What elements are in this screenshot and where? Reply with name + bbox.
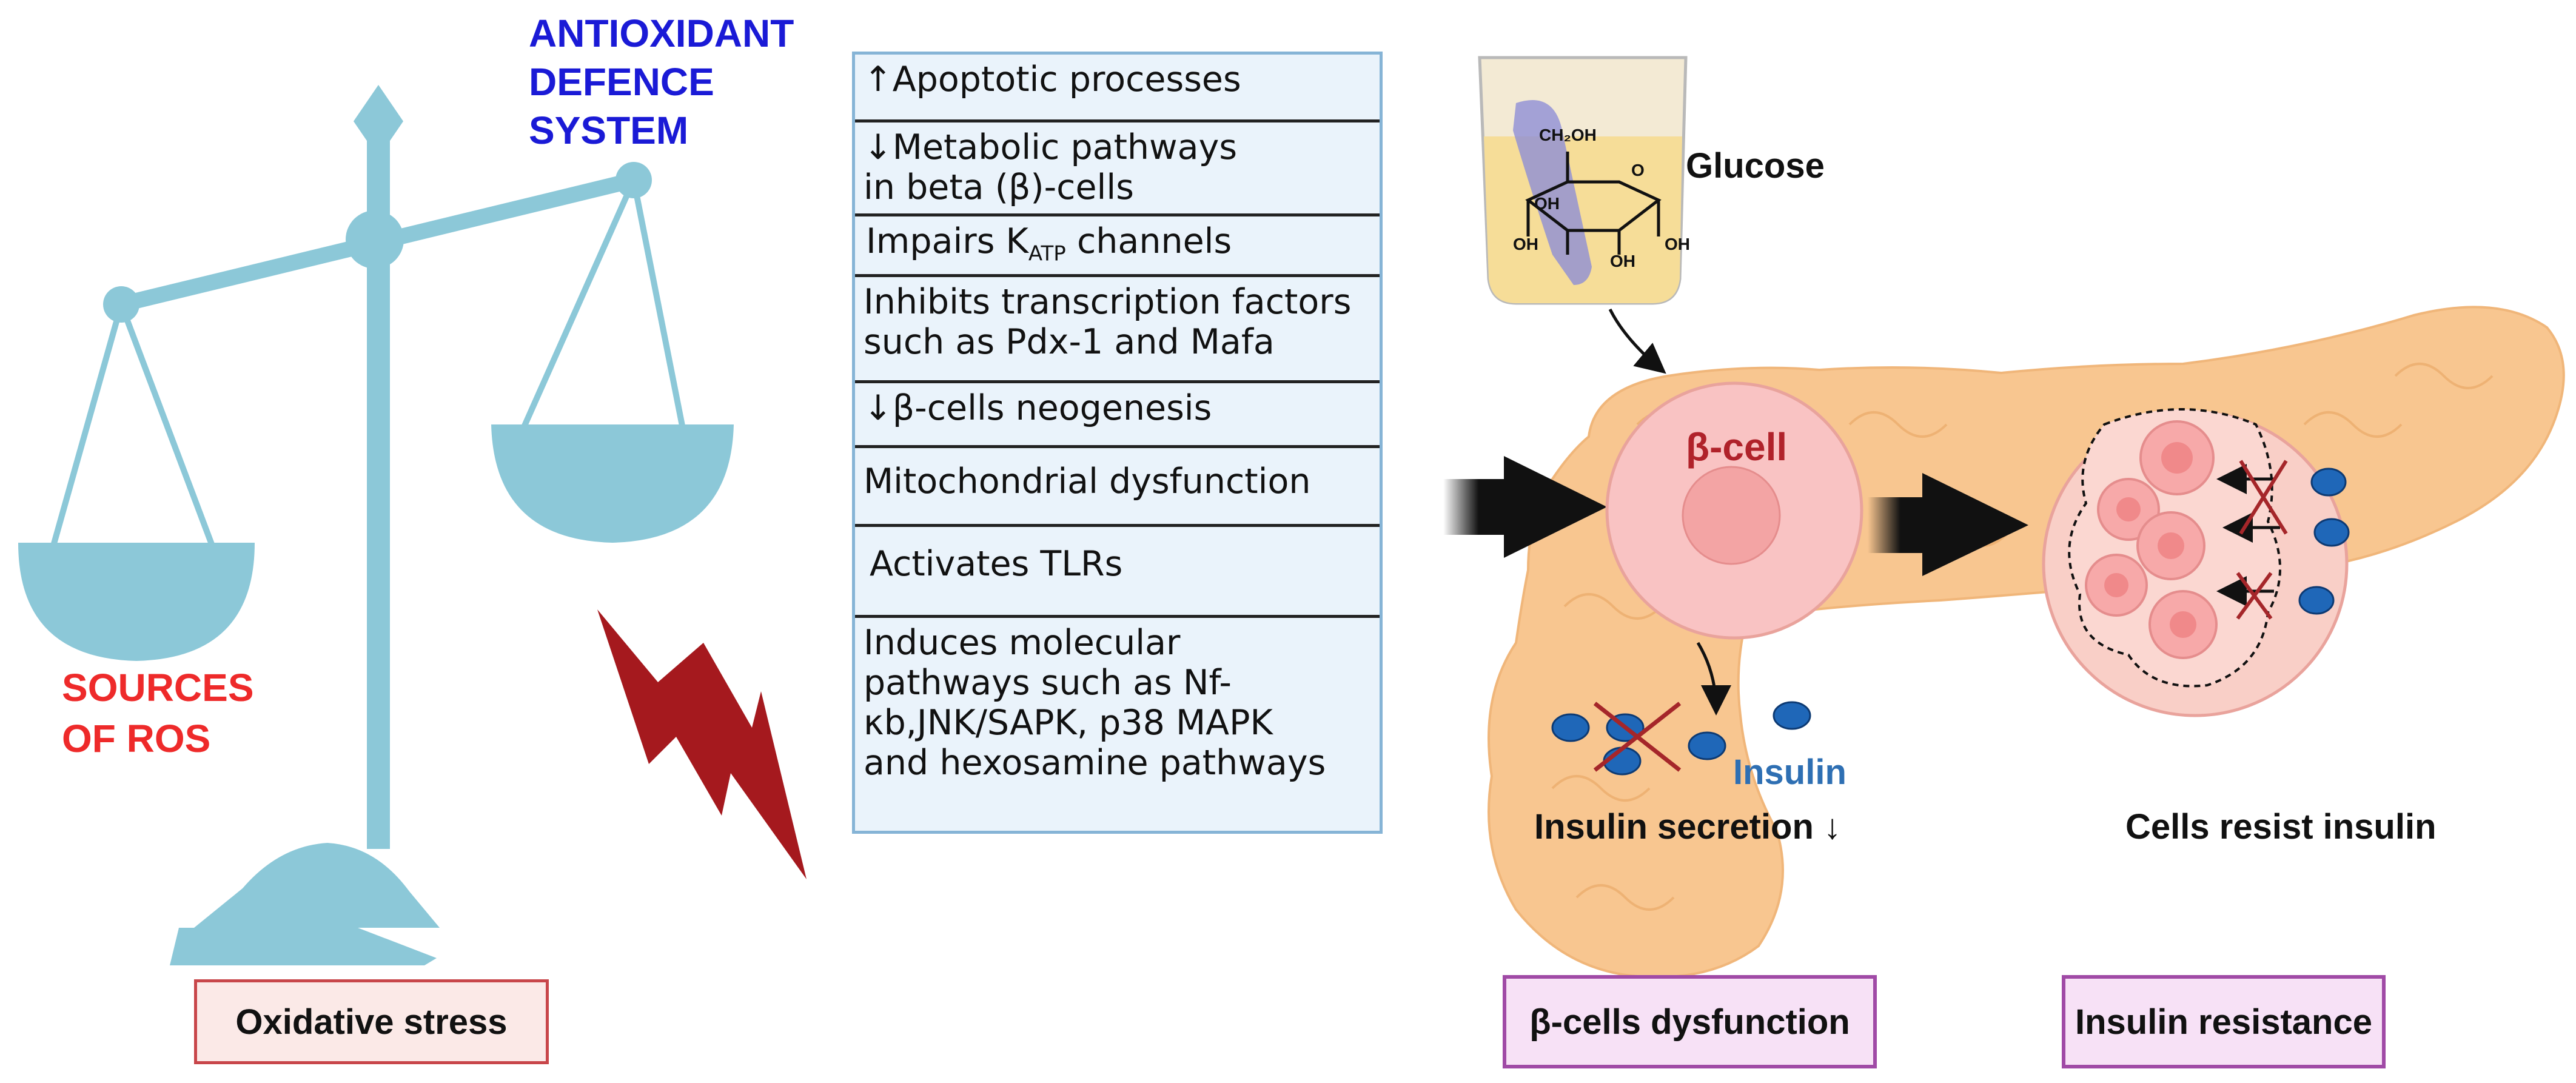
effect-row: ↑Apoptotic processes xyxy=(864,59,1241,99)
blocked-cross-icon xyxy=(1593,702,1682,772)
effect-row: ↓Metabolic pathways in beta (β)-cells xyxy=(855,119,1380,213)
insulin-secretion-label: Insulin secretion ↓ xyxy=(1534,807,1841,847)
effect-row: ↓β-cells neogenesis xyxy=(855,380,1380,445)
resistant-cells-icon xyxy=(2042,408,2350,717)
beta-cell-label: β-cell xyxy=(1686,425,1788,469)
effects-table: ↑Apoptotic processes ↓Metabolic pathways… xyxy=(852,52,1383,834)
oxidative-stress-box: Oxidative stress xyxy=(194,979,549,1064)
molecule-label: OH xyxy=(1610,252,1635,270)
molecule-label: OH xyxy=(1665,235,1690,253)
glucose-beaker-icon: CH₂OH OH OH OH OH O xyxy=(1478,56,1690,305)
molecule-label: O xyxy=(1631,161,1645,179)
glucose-arrow xyxy=(1608,308,1666,374)
molecule-label: OH xyxy=(1513,235,1538,253)
glucose-label: Glucose xyxy=(1686,146,1825,186)
balance-scale-icon xyxy=(18,85,734,965)
beta-dysfunction-box: β-cells dysfunction xyxy=(1503,975,1877,1068)
effect-row: Induces molecular pathways such as Nf- κ… xyxy=(855,615,1380,831)
molecule-label: OH xyxy=(1534,194,1560,213)
pancreas-icon xyxy=(1488,306,2565,979)
arrow-into-pancreas xyxy=(1443,456,1607,558)
lightning-icon xyxy=(597,609,807,879)
effect-row: Activates TLRs xyxy=(855,524,1380,615)
molecule-label: CH₂OH xyxy=(1539,126,1597,144)
cells-resist-label: Cells resist insulin xyxy=(2125,807,2437,847)
arrow-to-resistance xyxy=(1868,473,2028,576)
insulin-resistance-box: Insulin resistance xyxy=(2062,975,2386,1068)
antioxidant-label: ANTIOXIDANT DEFENCE SYSTEM xyxy=(529,12,794,152)
insulin-label: Insulin xyxy=(1733,753,1846,792)
effect-row: Impairs KATP channels xyxy=(855,213,1380,274)
effect-row: Inhibits transcription factors such as P… xyxy=(855,274,1380,380)
ros-sources-label: SOURCES OF ROS xyxy=(62,666,254,760)
beta-cell-nucleus xyxy=(1682,466,1781,565)
secretion-arrow xyxy=(1696,642,1731,716)
effect-row: Mitochondrial dysfunction xyxy=(855,445,1380,524)
